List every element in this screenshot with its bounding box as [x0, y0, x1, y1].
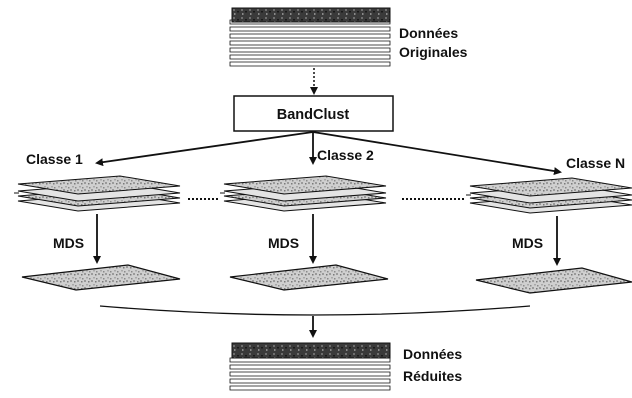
output-image-top [231, 342, 391, 359]
mds-label-2: MDS [268, 235, 299, 251]
input-label-line1: Données [399, 25, 458, 41]
merge-connector [99, 305, 531, 316]
arrow-to-class-1 [95, 131, 314, 167]
output-label-line2: Réduites [403, 368, 462, 384]
input-data-stack [229, 7, 391, 67]
class-2-reduced-band [229, 264, 389, 291]
mds-label-1: MDS [53, 235, 84, 251]
class-1-band-stack [14, 175, 181, 212]
class-n-reduced-band [475, 267, 632, 294]
class-1-reduced-band [21, 264, 181, 291]
class-2-label: Classe 2 [317, 147, 374, 163]
bandclust-label: BandClust [277, 107, 350, 123]
bandclust-box [233, 95, 394, 132]
output-label-line1: Données [403, 346, 462, 362]
arrow-to-class-n [312, 131, 562, 175]
input-image-top [231, 7, 391, 23]
output-data-stack [229, 342, 391, 391]
class-n-band-stack [466, 177, 632, 214]
class-2-band-stack [220, 175, 387, 212]
class-1-label: Classe 1 [26, 151, 83, 167]
input-label-line2: Originales [399, 44, 468, 60]
mds-label-n: MDS [512, 235, 543, 251]
class-n-label: Classe N [566, 155, 625, 171]
